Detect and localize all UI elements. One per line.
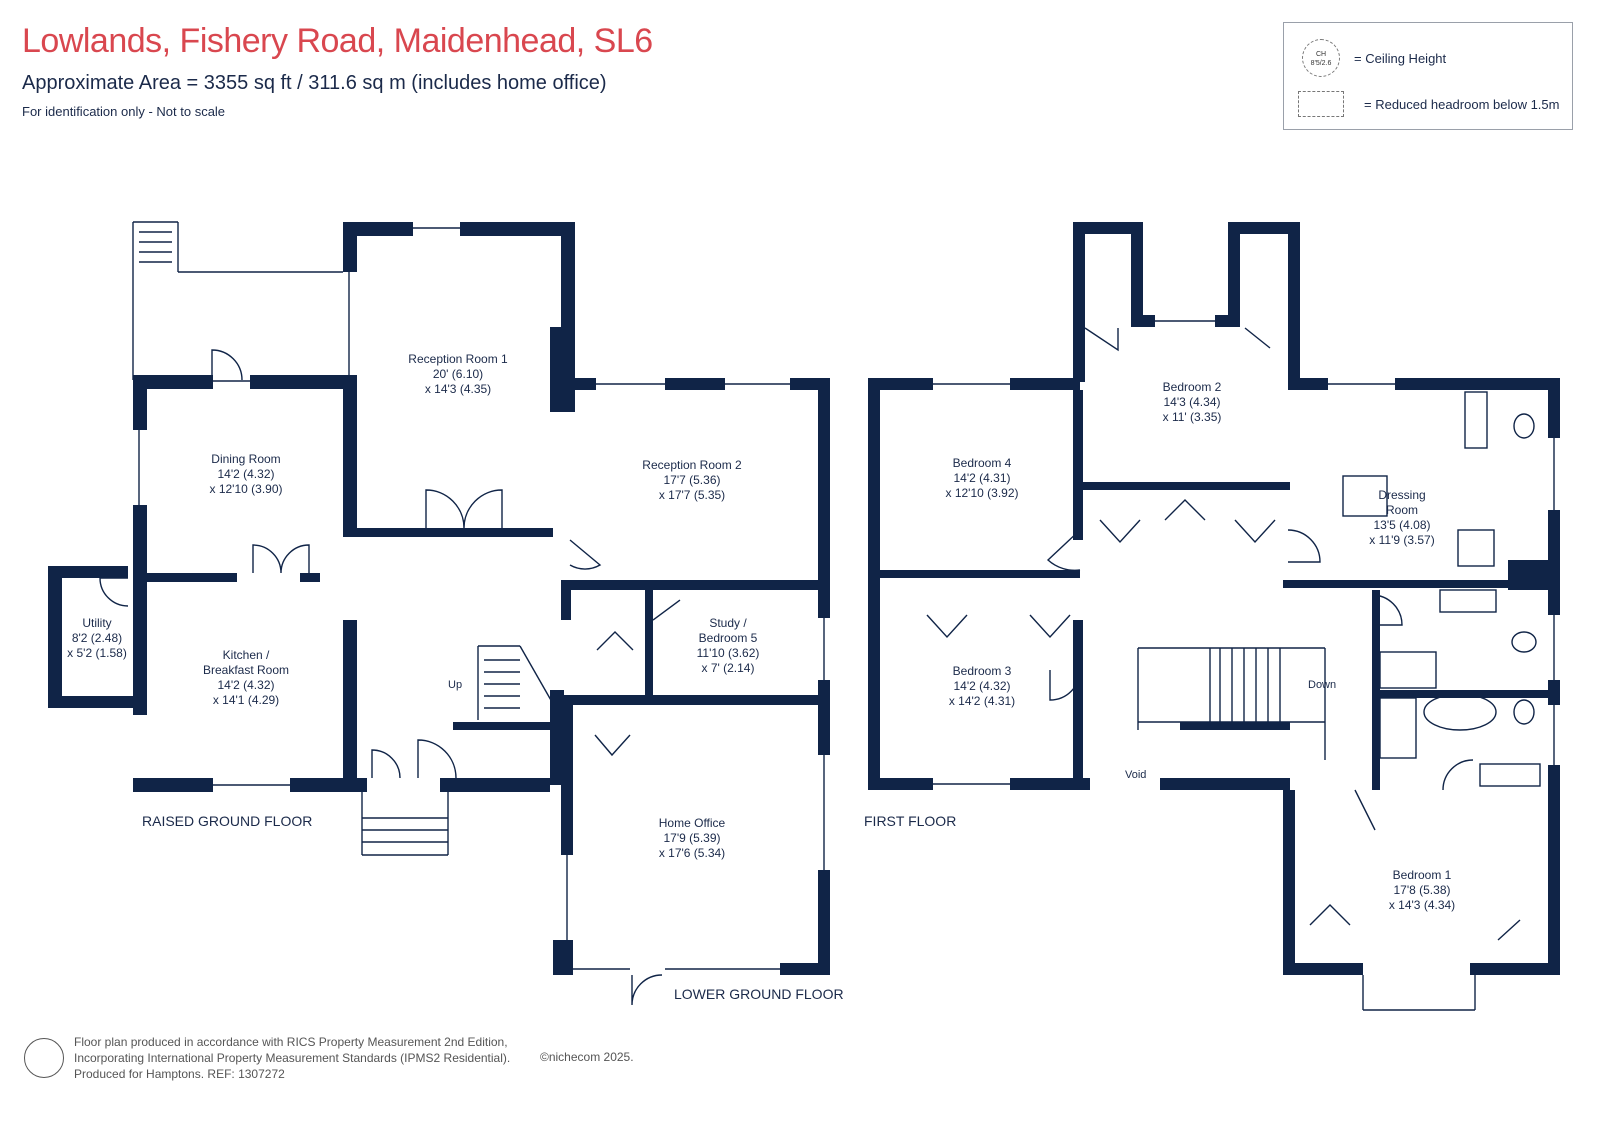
identification-note: For identification only - Not to scale [22,104,226,119]
legend-reduced-headroom: = Reduced headroom below 1.5m [1364,97,1560,112]
void-label: Void [1125,769,1147,781]
footer-notes: Floor plan produced in accordance with R… [74,1035,511,1081]
stairs-down-label: Down [1308,679,1337,691]
copyright: ©nichecom 2025. [540,1050,634,1064]
stairs-up-label: Up [448,679,463,691]
page-title: Lowlands, Fishery Road, Maidenhead, SL6 [22,22,653,60]
rics-logo-icon [24,1038,64,1078]
lower-ground-floor-walls [553,378,830,1006]
raised-ground-floor-walls [48,221,575,856]
raised-ground-floor-label: RAISED GROUND FLOOR [142,813,313,829]
legend-ceiling-height: = Ceiling Height [1354,51,1447,66]
reduced-headroom-symbol [1298,91,1344,117]
legend-box: CH 8'5/2.6 = Ceiling Height = Reduced he… [1283,22,1573,130]
ceiling-height-symbol: CH 8'5/2.6 [1302,39,1340,77]
lower-ground-floor-label: LOWER GROUND FLOOR [674,986,844,1002]
approximate-area: Approximate Area = 3355 sq ft / 311.6 sq… [22,72,607,94]
first-floor-label: FIRST FLOOR [864,813,957,829]
windows [138,227,1555,970]
first-floor-walls [868,222,1560,1011]
